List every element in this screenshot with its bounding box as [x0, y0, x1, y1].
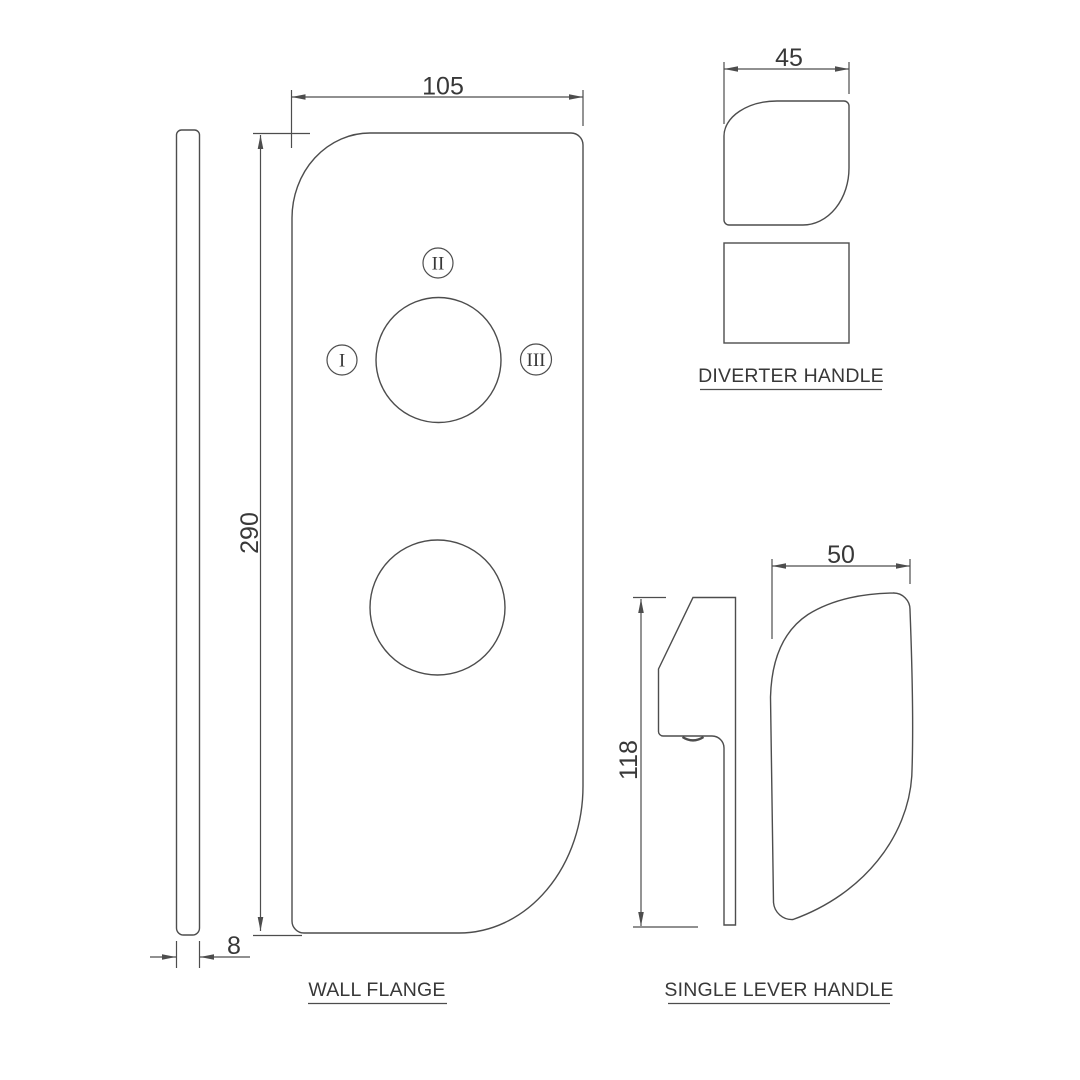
dim118-text: 118 — [615, 740, 643, 780]
port-label-2: II — [432, 254, 445, 275]
dim8-text: 8 — [227, 932, 241, 960]
lever-front-view — [769, 592, 914, 921]
lever-side-profile — [657, 596, 737, 926]
dim290-text: 290 — [236, 512, 264, 554]
flange-upper-hole — [375, 296, 502, 424]
dim45-text: 45 — [775, 44, 803, 72]
diverter-handle-front-view — [723, 242, 850, 344]
port-label-1: I — [339, 351, 345, 372]
flange-lower-hole — [369, 539, 506, 676]
port-circle-1 — [326, 344, 358, 376]
port-circle-3 — [519, 343, 553, 376]
flange-front-outline — [291, 132, 584, 934]
diverter-handle-top-view — [723, 100, 850, 226]
port-label-3: III — [527, 350, 546, 371]
port-circle-2 — [422, 247, 454, 279]
wall-flange-label: WALL FLANGE — [308, 979, 445, 1001]
diverter-handle-label: DIVERTER HANDLE — [698, 365, 884, 387]
dim50-text: 50 — [827, 541, 855, 569]
dim105-text: 105 — [422, 73, 464, 101]
lever-detail-arc — [681, 735, 705, 742]
single-lever-handle-label: SINGLE LEVER HANDLE — [664, 979, 893, 1001]
flange-side-view — [175, 129, 201, 936]
